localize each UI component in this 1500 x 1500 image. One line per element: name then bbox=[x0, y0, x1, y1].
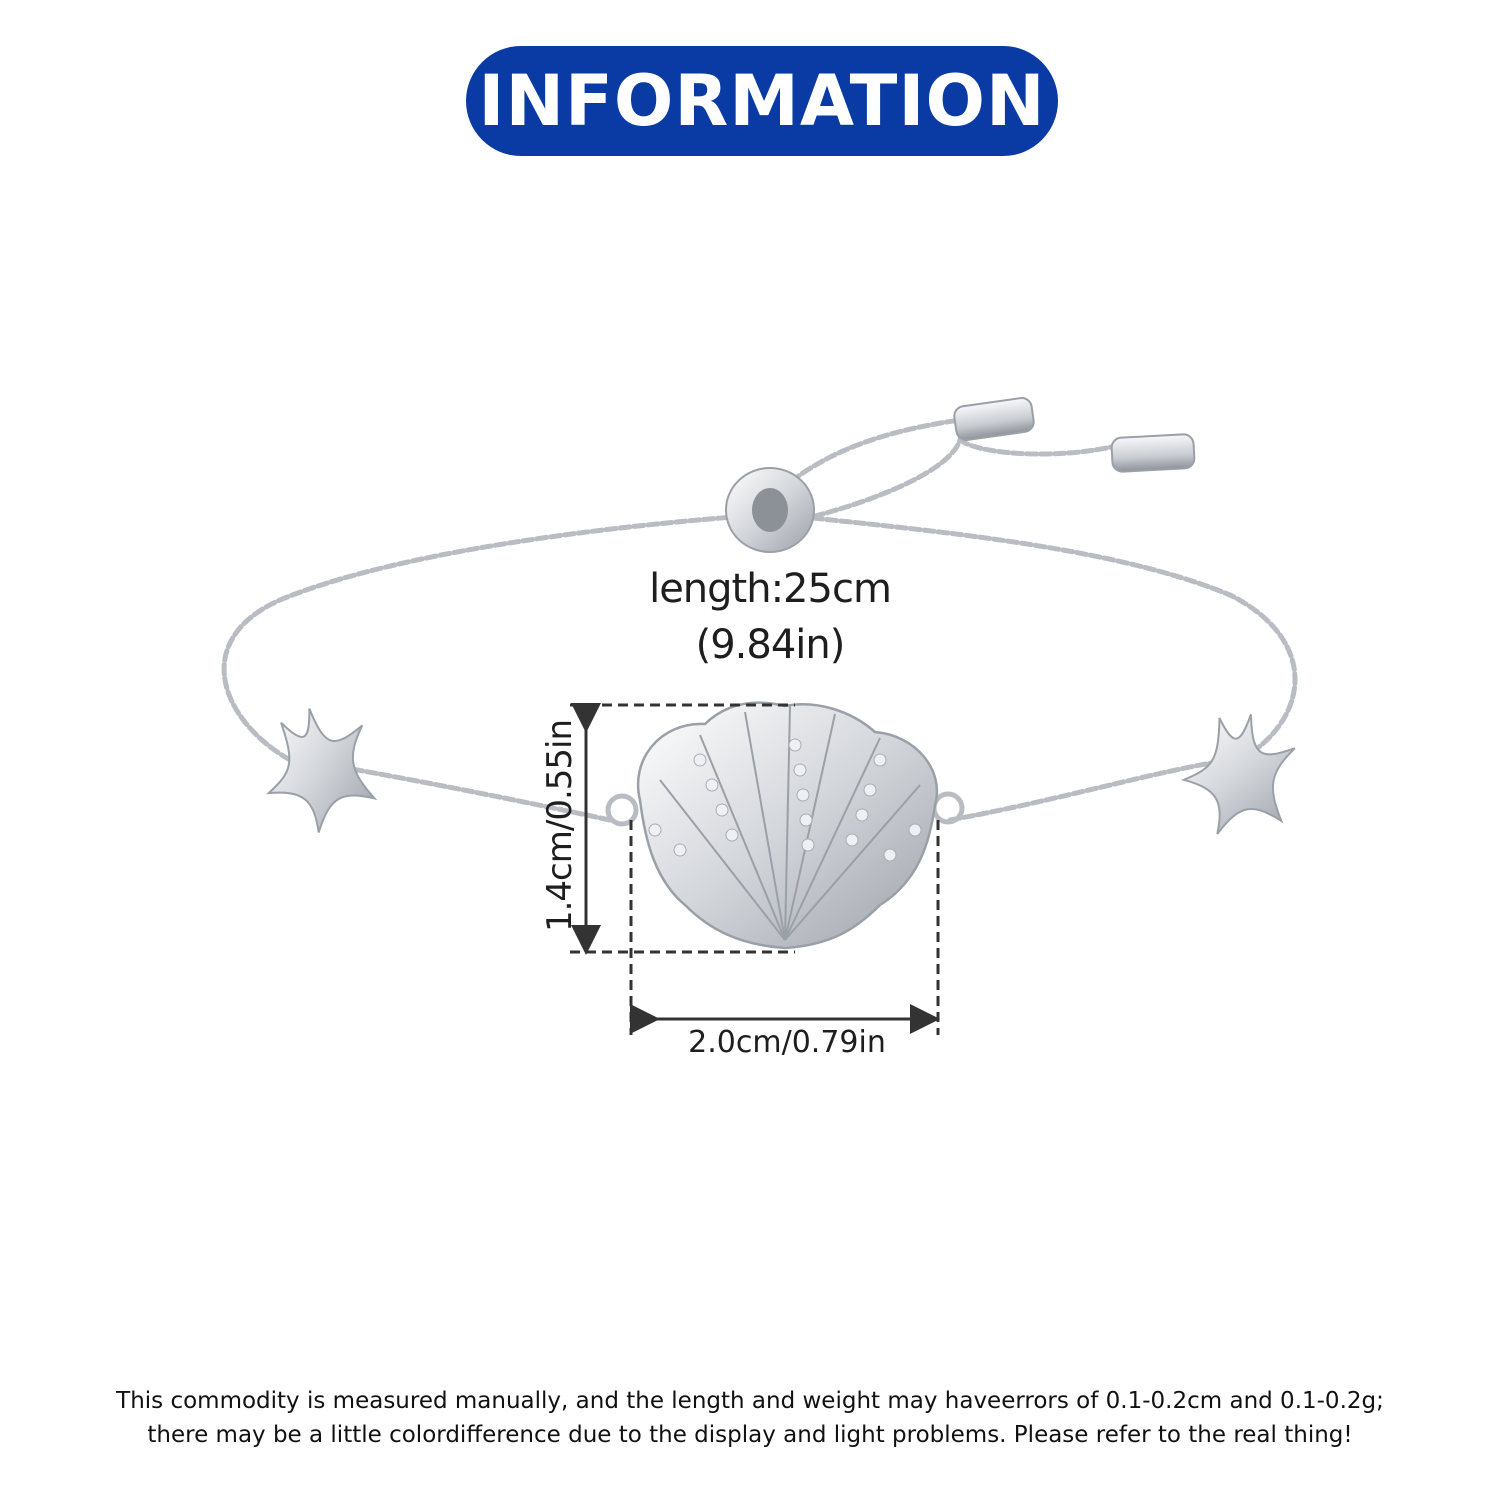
starfish-left bbox=[265, 708, 378, 833]
chain-right-upper bbox=[782, 512, 1298, 763]
header-title: INFORMATION bbox=[478, 60, 1046, 142]
end-cap-1 bbox=[953, 397, 1035, 441]
chain-right-inner bbox=[947, 757, 1233, 823]
starfish-right bbox=[1180, 714, 1296, 835]
disclaimer: This commodity is measured manually, and… bbox=[60, 1384, 1440, 1452]
disclaimer-line-1: This commodity is measured manually, and… bbox=[116, 1388, 1384, 1414]
header-banner: INFORMATION bbox=[466, 46, 1058, 156]
width-dimension-label: 2.0cm/0.79in bbox=[688, 1025, 886, 1060]
length-label: length:25cm bbox=[649, 566, 892, 612]
height-dimension-label: 1.4cm/0.55in bbox=[540, 719, 580, 933]
end-cap-2 bbox=[1110, 433, 1196, 473]
length-inches-label: (9.84in) bbox=[695, 622, 846, 668]
slider-bead bbox=[725, 467, 815, 553]
dimension-guides bbox=[570, 703, 940, 1035]
shell-pendant bbox=[636, 701, 939, 950]
chain-left-upper bbox=[221, 512, 763, 763]
chain-tail-2 bbox=[797, 435, 1123, 523]
disclaimer-line-2: there may be a little colordifference du… bbox=[147, 1422, 1353, 1448]
